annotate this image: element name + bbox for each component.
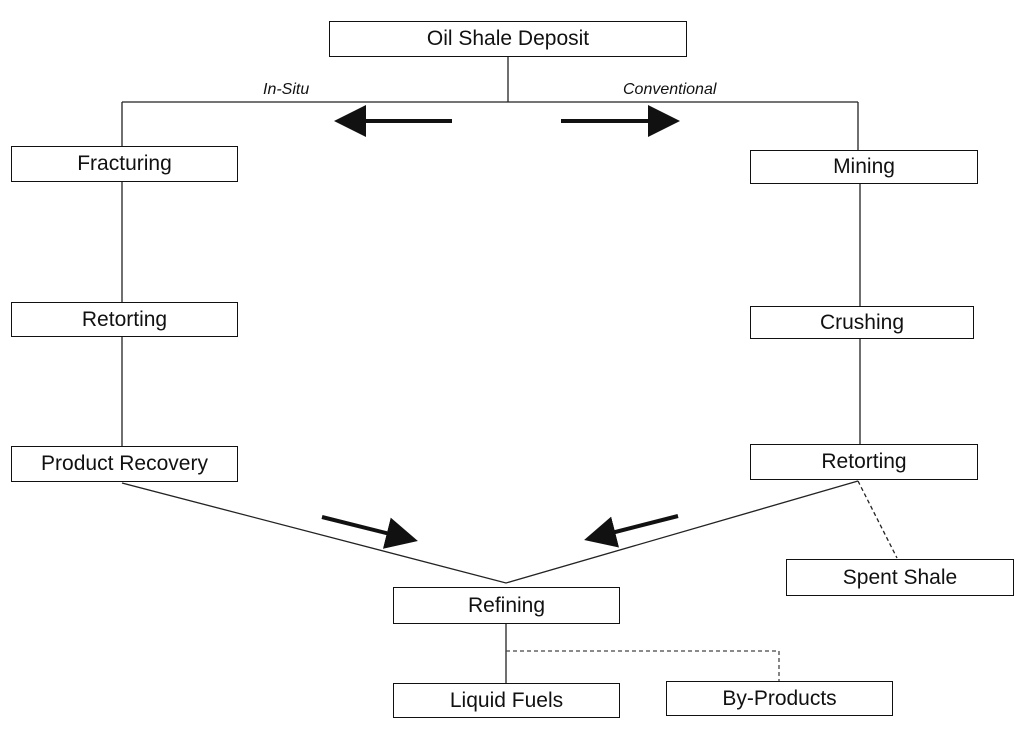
liquid-fuels-node: Liquid Fuels <box>393 683 620 718</box>
conventional-retorting-node: Retorting <box>750 444 978 480</box>
fracturing-node: Fracturing <box>11 146 238 182</box>
root-connector <box>121 57 859 150</box>
conventional-label: Conventional <box>623 81 717 98</box>
in-situ-label: In-Situ <box>263 81 310 98</box>
crushing-node: Crushing <box>750 306 974 339</box>
mining-node: Mining <box>750 150 978 184</box>
spent-shale-node: Spent Shale <box>786 559 1014 596</box>
product-recovery-node: Product Recovery <box>11 446 238 482</box>
by-products-connector <box>506 650 780 681</box>
converge-connector <box>121 480 859 584</box>
oil-shale-deposit-node: Oil Shale Deposit <box>329 21 687 57</box>
right-converge-arrow <box>584 514 679 548</box>
left-converge-arrow <box>321 515 418 549</box>
spent-shale-connector <box>857 480 898 559</box>
refining-node: Refining <box>393 587 620 624</box>
in-situ-retorting-node: Retorting <box>11 302 238 337</box>
by-products-node: By-Products <box>666 681 893 716</box>
